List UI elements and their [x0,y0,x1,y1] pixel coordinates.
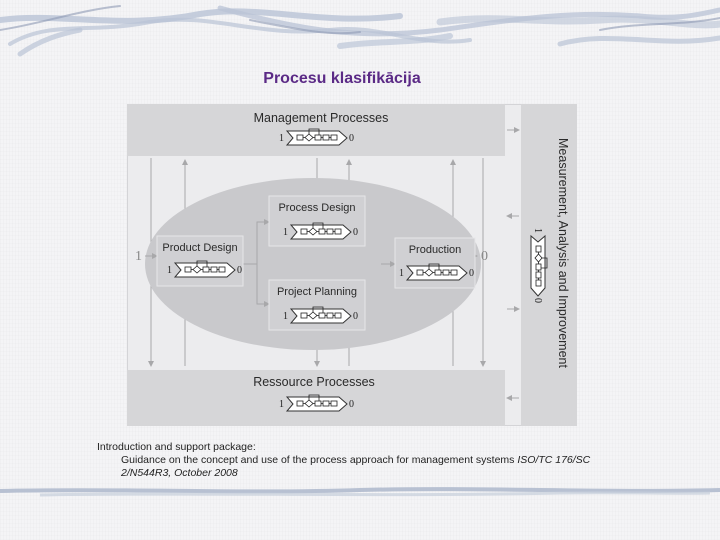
core-processes-ellipse [145,178,481,350]
top-decoration [0,5,720,57]
project-planning-label: Project Planning [277,286,357,298]
slide-title: Procesu klasifikācija [0,70,720,88]
management-processes-label: Management Processes [254,111,389,125]
output-marker: 0 [481,249,488,264]
figure-caption: Introduction and support package: Guidan… [97,441,687,480]
bottom-decoration [0,487,720,497]
process-design-label: Process Design [278,202,355,214]
caption-source-code: ISO/TC 176/SC [517,454,591,466]
caption-line-1: Introduction and support package: [97,441,256,453]
management-processes-band [127,104,505,156]
process-diagram: 1 0 Management Processes Ressource Proce… [127,104,577,426]
production-label: Production [409,244,462,256]
input-marker: 1 [135,249,142,264]
slide-title-text: Procesu klasifikācija [263,70,421,87]
product-design-label: Product Design [162,242,237,254]
measurement-label: Measurement, Analysis and Improvement [556,138,570,368]
measurement-band [521,104,577,426]
caption-line-2: Guidance on the concept and use of the p… [97,454,687,467]
caption-line-3: 2/N544R3, October 2008 [121,467,238,479]
caption-source-text: Guidance on the concept and use of the p… [121,454,518,466]
ressource-processes-label: Ressource Processes [253,375,375,389]
